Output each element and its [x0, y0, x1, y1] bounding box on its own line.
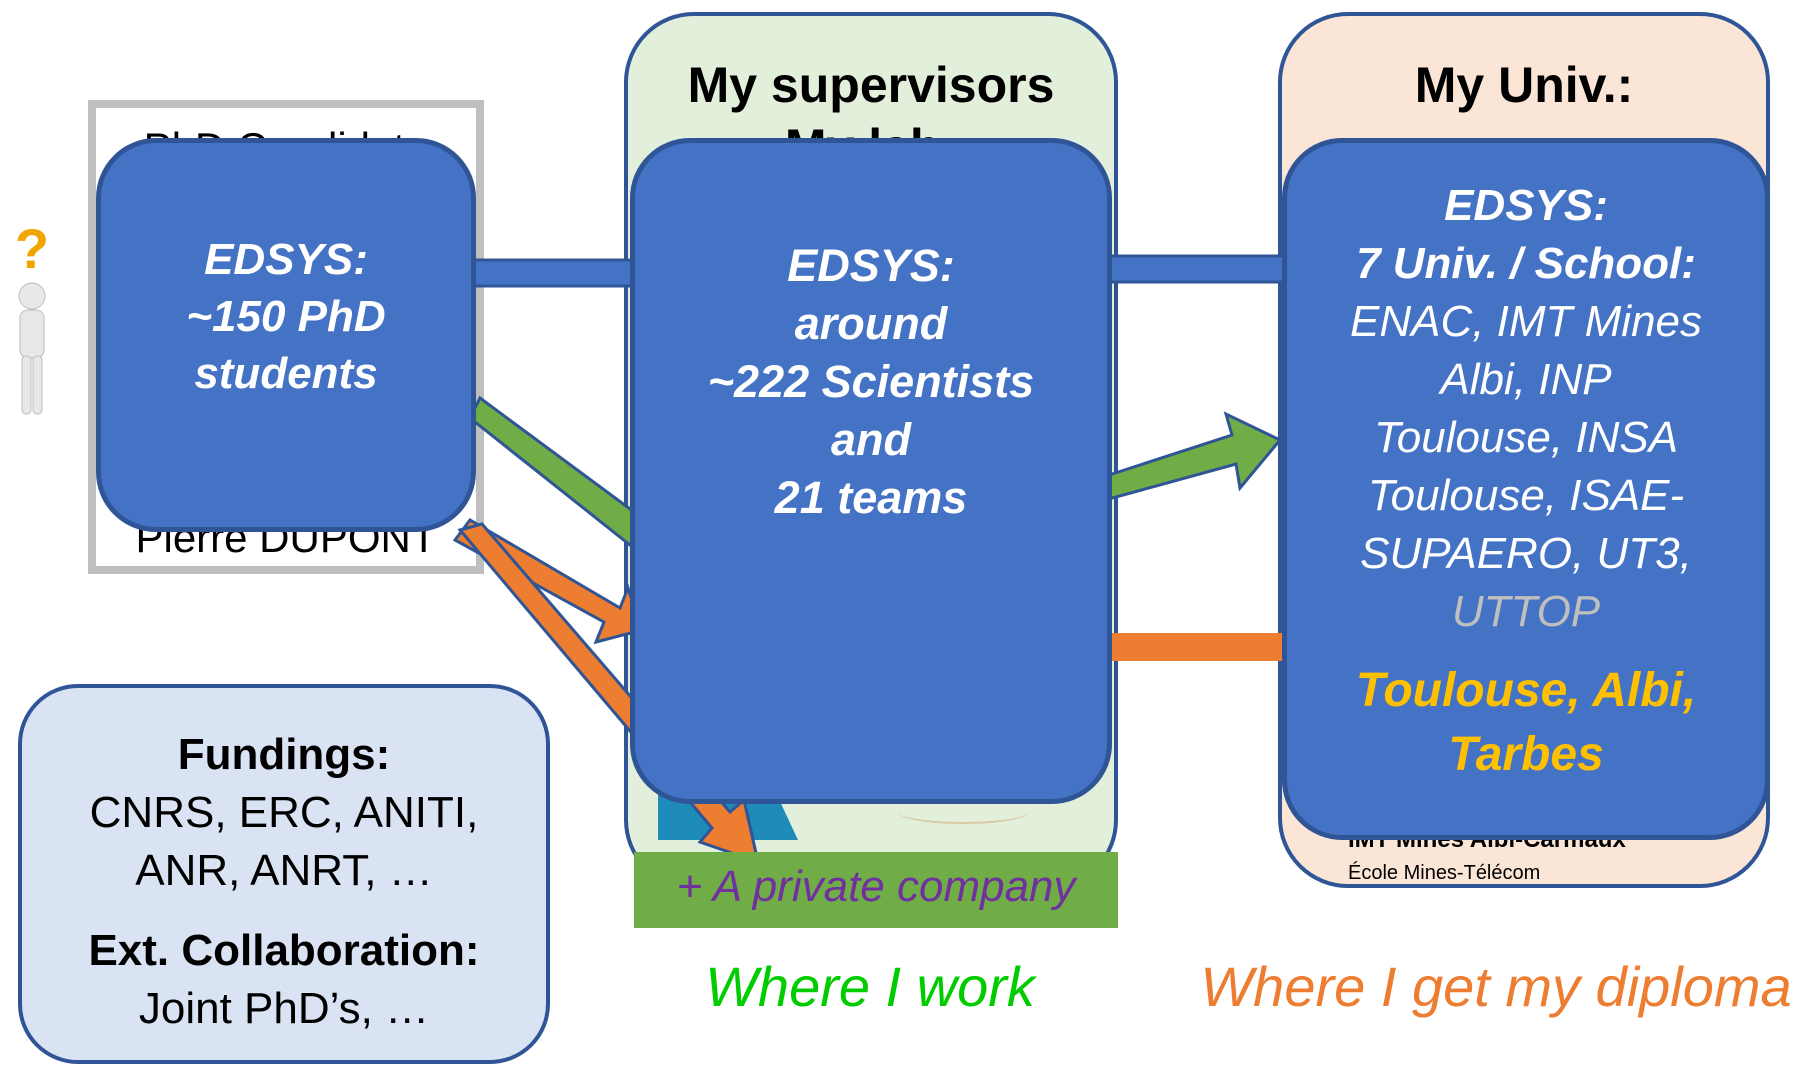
univ-title: My Univ.: — [1414, 57, 1634, 113]
scientists-line2: around — [794, 298, 948, 349]
students-line2: ~150 PhD — [186, 292, 386, 341]
blue-connector-left — [468, 258, 642, 288]
students-box: EDSYS: ~150 PhD students — [96, 138, 476, 532]
univ-line5: Toulouse, INSA — [1373, 413, 1679, 462]
univ-line2: 7 Univ. / School: — [1356, 239, 1696, 288]
collab-line: Joint PhD’s, … — [138, 984, 430, 1033]
private-company-label: + A private company — [676, 862, 1076, 911]
private-company-bar: + A private company — [634, 852, 1118, 928]
orange-connector-right — [1107, 633, 1289, 661]
fundings-title: Fundings: — [177, 730, 391, 779]
collab-title: Ext. Collaboration: — [88, 926, 480, 975]
scientists-line4: and — [830, 414, 911, 465]
univ-line3: ENAC, IMT Mines — [1349, 297, 1703, 346]
svg-text:?: ? — [15, 220, 49, 280]
caption-work: Where I work — [705, 955, 1035, 1018]
univ-line9: Toulouse, Albi, — [1355, 664, 1697, 717]
scientists-line3: ~222 Scientists — [707, 356, 1035, 407]
lab-logo-sketch — [898, 800, 1028, 824]
univ-line8: UTTOP — [1451, 587, 1601, 636]
scientists-line1: EDSYS: — [787, 240, 955, 291]
fundings-line1: CNRS, ERC, ANITI, — [89, 788, 479, 837]
labs-title-line1: My supervisors — [687, 57, 1055, 113]
univ-logo-line2: École Mines-Télécom — [1348, 862, 1541, 884]
scientists-box: EDSYS: around ~222 Scientists and 21 tea… — [630, 138, 1112, 804]
blue-connector-right — [1106, 254, 1290, 284]
thinking-person-icon: ? — [8, 217, 56, 420]
fundings-line2: ANR, ANRT, … — [135, 846, 433, 895]
univ-line1: EDSYS: — [1444, 181, 1608, 230]
univ-line6: Toulouse, ISAE- — [1367, 471, 1685, 520]
green-arrow-left — [468, 395, 647, 548]
fundings-box: Fundings: CNRS, ERC, ANITI, ANR, ANRT, …… — [18, 684, 550, 1064]
univ-box: EDSYS: 7 Univ. / School: ENAC, IMT Mines… — [1282, 138, 1770, 840]
univ-line7: SUPAERO, UT3, — [1360, 529, 1692, 578]
caption-diploma: Where I get my diploma — [1200, 955, 1792, 1018]
scientists-line5: 21 teams — [774, 472, 968, 523]
students-line3: students — [194, 349, 378, 398]
univ-line4: Albi, INP — [1440, 355, 1612, 404]
students-line1: EDSYS: — [204, 235, 368, 284]
green-arrow-right — [1098, 411, 1283, 502]
univ-line10: Tarbes — [1448, 728, 1604, 781]
